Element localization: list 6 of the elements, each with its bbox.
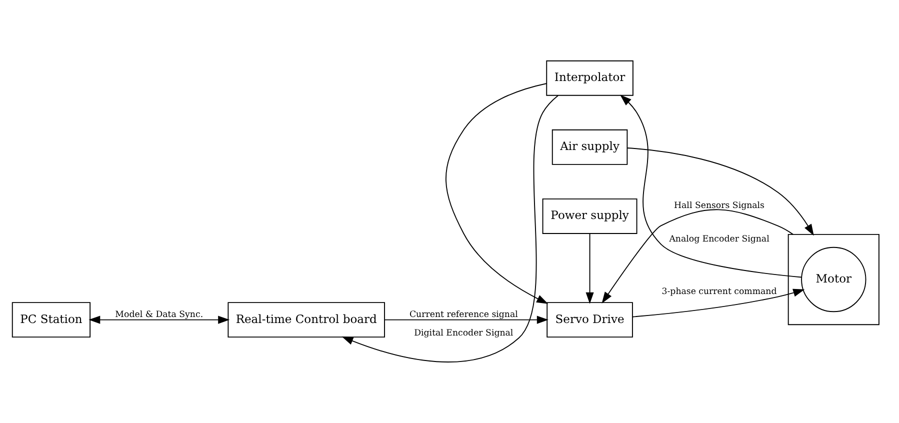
edge-label: Hall Sensors Signals bbox=[674, 200, 765, 211]
edge-label: Model & Data Sync. bbox=[115, 310, 204, 320]
edge-label: Current reference signal bbox=[409, 310, 518, 320]
edge-label: 3-phase current command bbox=[662, 287, 777, 298]
edge-label: Analog Encoder Signal bbox=[669, 234, 770, 244]
edge-label: Digital Encoder Signal bbox=[414, 328, 514, 338]
